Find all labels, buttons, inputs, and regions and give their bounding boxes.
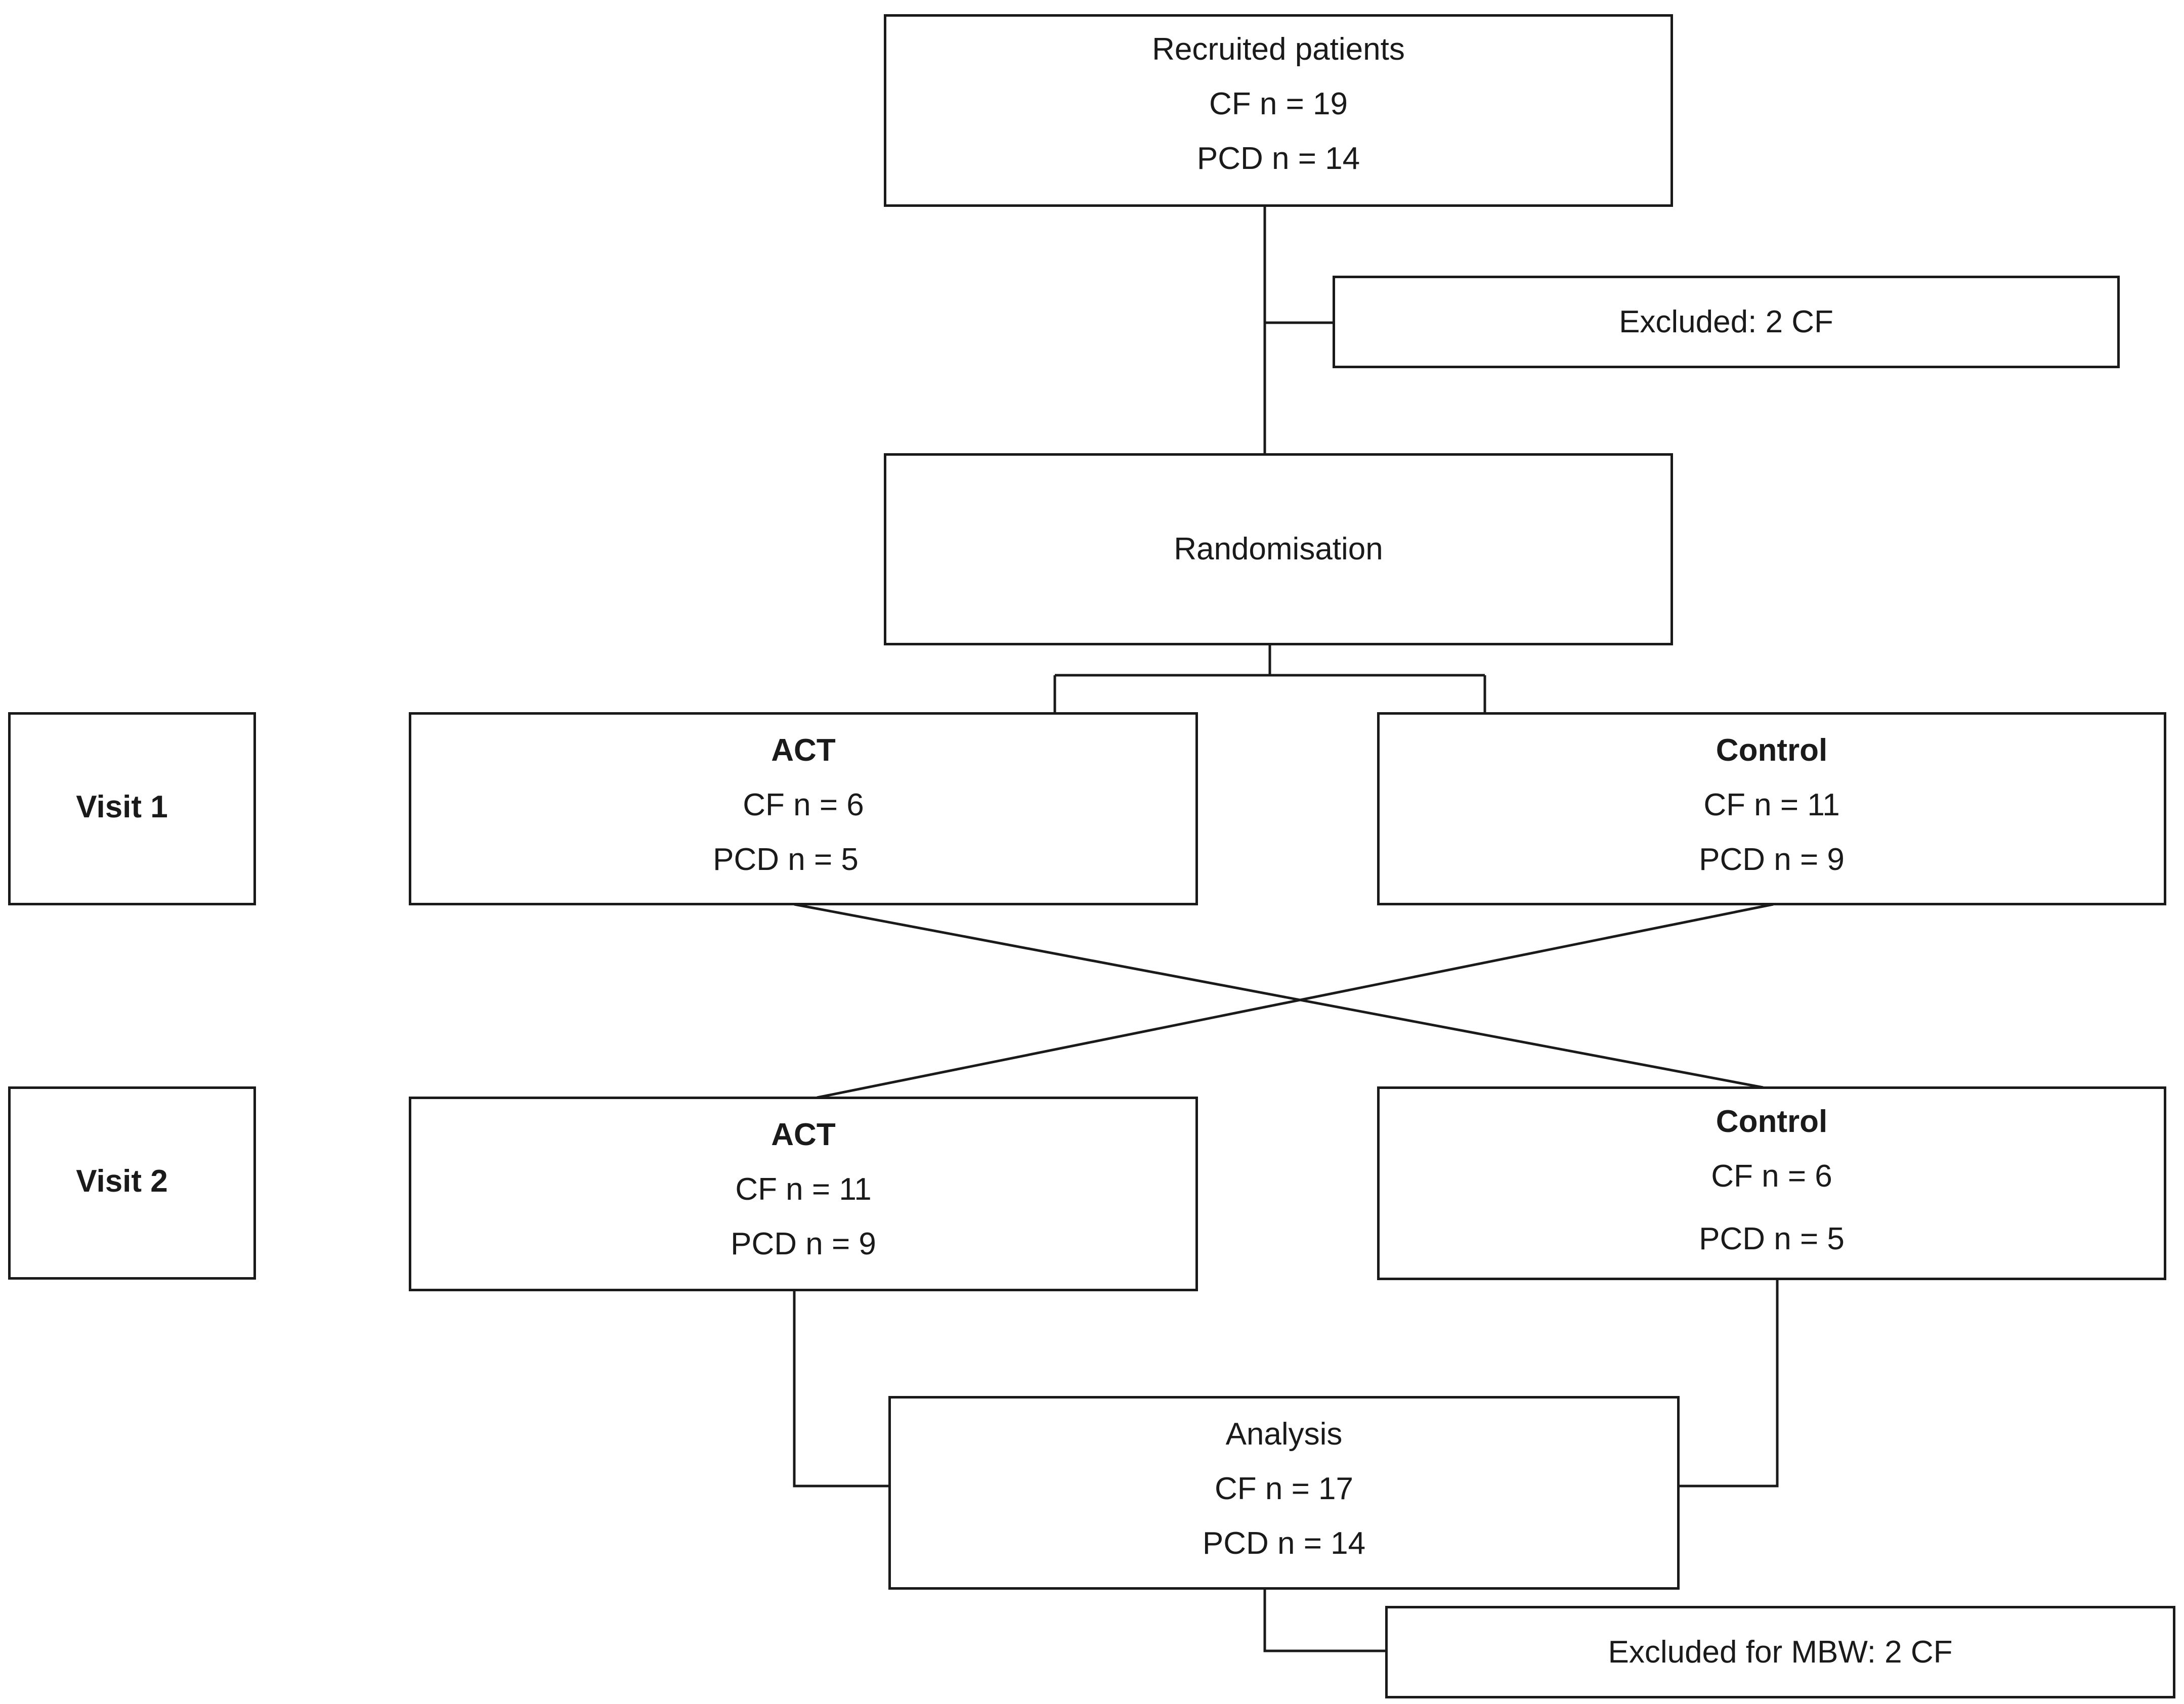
visit1-act-cf-count: CF n = 6 [743, 788, 864, 822]
randomisation-box: Randomisation [884, 453, 1673, 645]
excluded-mbw-label: Excluded for MBW: 2 CF [1608, 1635, 1953, 1670]
analysis-box: Analysis CF n = 17 PCD n = 14 [888, 1396, 1680, 1590]
visit2-control-title: Control [1716, 1104, 1828, 1139]
visit1-control-pcd-count: PCD n = 9 [1699, 842, 1845, 877]
visit1-label: Visit 1 [76, 790, 168, 824]
visit1-control-box: Control CF n = 11 PCD n = 9 [1377, 712, 2166, 905]
visit2-control-cf-count: CF n = 6 [1711, 1159, 1832, 1194]
excluded-initial-box: Excluded: 2 CF [1333, 276, 2120, 368]
analysis-cf-count: CF n = 17 [1215, 1471, 1353, 1506]
crossover-act-to-control [794, 903, 1764, 1089]
excluded-initial-label: Excluded: 2 CF [1619, 304, 1833, 339]
visit1-act-title: ACT [771, 733, 836, 768]
visit1-label-box: Visit 1 [8, 712, 256, 905]
visit2-control-box: Control CF n = 6 PCD n = 5 [1377, 1086, 2166, 1280]
analysis-title: Analysis [1225, 1417, 1343, 1452]
analysis-pcd-count: PCD n = 14 [1202, 1526, 1366, 1561]
recruited-pcd-count: PCD n = 14 [1196, 141, 1360, 176]
visit2-act-pcd-count: PCD n = 9 [731, 1227, 876, 1261]
visit2-act-box: ACT CF n = 11 PCD n = 9 [409, 1097, 1198, 1291]
recruited-patients-box: Recruited patients CF n = 19 PCD n = 14 [884, 14, 1673, 207]
crossover-control-to-act [817, 903, 1774, 1099]
recruited-cf-count: CF n = 19 [1209, 86, 1348, 121]
excluded-mbw-box: Excluded for MBW: 2 CF [1385, 1606, 2175, 1698]
connector-analysis-excluded [1263, 1590, 1386, 1652]
visit1-act-box: ACT CF n = 6 PCD n = 5 [409, 712, 1198, 905]
recruited-title: Recruited patients [1152, 32, 1405, 67]
visit2-control-pcd-count: PCD n = 5 [1699, 1221, 1845, 1256]
visit1-control-cf-count: CF n = 11 [1703, 788, 1840, 822]
randomisation-label: Randomisation [1174, 532, 1383, 566]
connector-control-v2-analysis [1679, 1280, 1779, 1488]
visit2-label: Visit 2 [76, 1164, 168, 1199]
visit2-act-title: ACT [771, 1117, 836, 1152]
visit2-act-cf-count: CF n = 11 [735, 1172, 872, 1207]
connector-act-v2-analysis [793, 1291, 889, 1488]
visit2-label-box: Visit 2 [8, 1086, 256, 1280]
visit1-control-title: Control [1716, 733, 1828, 768]
visit1-act-pcd-count: PCD n = 5 [713, 842, 859, 877]
